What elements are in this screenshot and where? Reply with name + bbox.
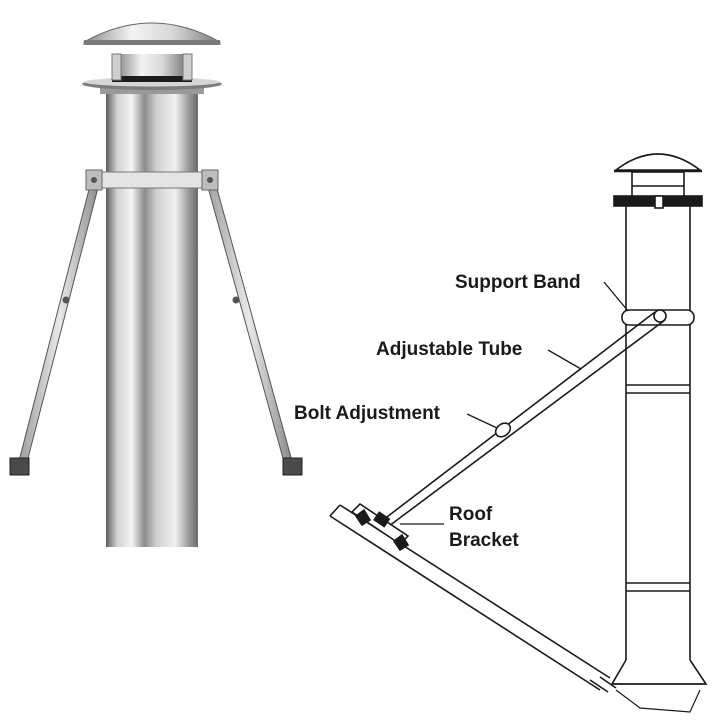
label-adjustable-tube: Adjustable Tube [376,339,522,360]
brace-leg-right [205,177,303,476]
chimney-cap-photo [82,22,222,94]
label-roof-bracket-line1: Roof [449,504,493,525]
pipe-body [106,92,198,547]
diagram-adjustable-tube [382,309,667,527]
label-roof-bracket-line2: Bracket [449,530,519,551]
diagram-cap [613,153,703,209]
support-band-photo [85,169,219,191]
label-bolt-adjustment: Bolt Adjustment [294,403,441,424]
chimney-photo [9,22,303,547]
leader-lines [400,281,629,525]
diagram-pipe [610,206,708,713]
chimney-line-diagram [329,153,708,713]
brace-leg-left [9,177,101,476]
diagram-roof-bracket [350,502,410,552]
label-support-band: Support Band [455,272,581,293]
diagram-labels: Support Band Adjustable Tube Bolt Adjust… [294,272,581,551]
